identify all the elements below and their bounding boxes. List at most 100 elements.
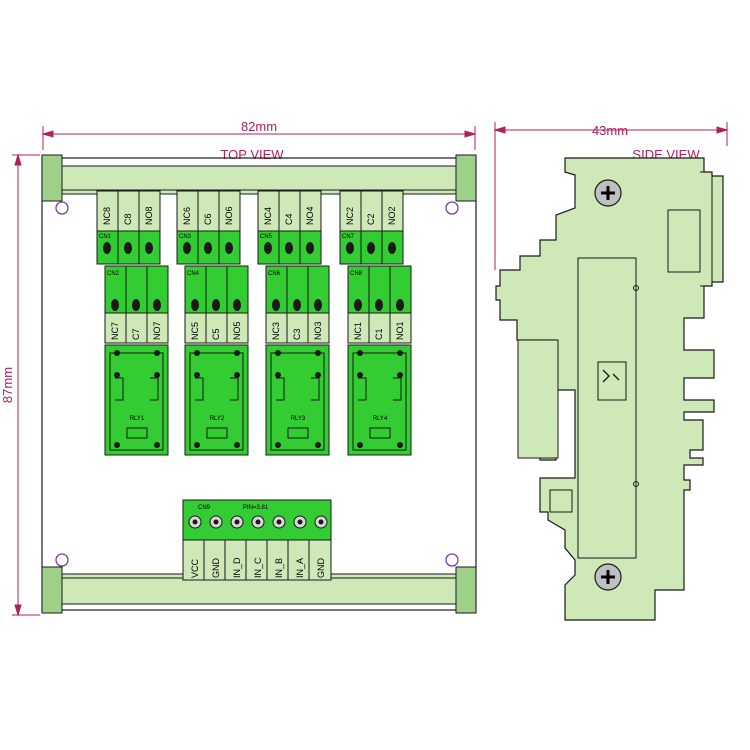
screw-terminal <box>124 242 132 254</box>
dim-height-87 <box>12 153 40 617</box>
terminal-pin-label: NO7 <box>152 321 162 340</box>
top-rail <box>41 154 477 202</box>
connector-label: CN5 <box>260 234 273 240</box>
relay: RLY1 <box>104 344 169 456</box>
terminal-pin-label: C1 <box>374 328 384 340</box>
terminal-pin-label: NC1 <box>353 322 363 340</box>
screw-terminal <box>264 242 272 254</box>
dim-label-height: 87mm <box>0 367 15 403</box>
top-view: 82mm 87mm TOP VIEW <box>0 119 477 617</box>
screw-top-icon <box>594 179 622 207</box>
screw-terminal <box>132 299 140 311</box>
screw-terminal <box>111 299 119 311</box>
side-clip <box>549 489 573 513</box>
screw-terminal <box>204 242 212 254</box>
terminal-pin-label: C2 <box>366 213 376 225</box>
terminal-pin-label: NO3 <box>313 321 323 340</box>
side-terminal-top <box>667 209 701 273</box>
connector-label: CN4 <box>187 271 200 277</box>
screw-terminal <box>183 242 191 254</box>
connector-label: CN3 <box>179 234 192 240</box>
side-inner-panel <box>577 257 637 559</box>
brand-logo <box>597 361 627 401</box>
terminal-pin-label: C3 <box>292 328 302 340</box>
dim-label-side-width: 43mm <box>592 123 628 138</box>
screw-terminal <box>375 299 383 311</box>
relay-label: RLY4 <box>373 416 388 422</box>
input-pin-label: VCC <box>190 558 200 578</box>
relay: RLY2 <box>184 344 249 456</box>
input-pin-label: GND <box>316 558 326 579</box>
terminal-pin-label: C4 <box>284 213 294 225</box>
connector-label: CN6 <box>268 271 281 277</box>
dim-width-82 <box>41 126 477 150</box>
mounting-holes <box>55 201 459 567</box>
relay-label: RLY1 <box>130 416 145 422</box>
terminal-pin-label: NC2 <box>345 207 355 225</box>
terminal-pin-label: NO5 <box>232 321 242 340</box>
screw-terminal <box>367 242 375 254</box>
mount-hole <box>445 553 459 567</box>
terminal-pin-label: NC5 <box>190 322 200 340</box>
input-pin-label: IN_C <box>253 557 263 578</box>
bottom-rail <box>41 566 477 614</box>
screw-terminal <box>145 242 153 254</box>
terminal-pin-label: C6 <box>203 213 213 225</box>
pin-pitch-label: PIN=3.81 <box>243 505 269 511</box>
screw-terminal <box>285 242 293 254</box>
screw-terminal <box>346 242 354 254</box>
terminal-pin-label: NC4 <box>263 207 273 225</box>
terminal-pin-label: NC6 <box>182 207 192 225</box>
board-outline <box>41 157 477 611</box>
dim-width-43 <box>493 122 729 270</box>
dim-label-width: 82mm <box>241 119 277 134</box>
terminal-pin-label: NC7 <box>110 322 120 340</box>
terminal-pin-label: C5 <box>211 328 221 340</box>
connector-label: CN2 <box>107 271 120 277</box>
input-pin-label: GND <box>211 558 221 579</box>
mount-hole <box>55 553 69 567</box>
screw-terminal <box>314 299 322 311</box>
screw-terminal <box>191 299 199 311</box>
screw-terminal <box>225 242 233 254</box>
mount-hole <box>445 201 459 215</box>
terminal-pin-label: NO1 <box>395 321 405 340</box>
terminal-pin-label: NC8 <box>102 207 112 225</box>
screw-terminal <box>293 299 301 311</box>
screw-terminal <box>272 299 280 311</box>
terminal-pin-label: C8 <box>123 213 133 225</box>
connector-label: CN1 <box>99 234 112 240</box>
input-pin-label: IN_A <box>295 558 305 578</box>
screw-bottom-icon <box>594 563 622 591</box>
terminal-pin-label: C7 <box>131 328 141 340</box>
relay-label: RLY2 <box>210 416 225 422</box>
terminal-pin-label: NO8 <box>144 206 154 225</box>
connector-label: CN7 <box>342 234 355 240</box>
screw-terminal <box>354 299 362 311</box>
mount-hole <box>55 201 69 215</box>
terminal-pin-label: NC3 <box>271 322 281 340</box>
screw-terminal <box>388 242 396 254</box>
side-view: 43mm SIDE VIEW <box>493 122 729 621</box>
screw-terminal <box>153 299 161 311</box>
relay: RLY4 <box>347 344 412 456</box>
terminal-pin-label: NO4 <box>305 206 315 225</box>
terminal-pin-label: NO2 <box>387 206 397 225</box>
connector-label: CN8 <box>350 271 363 277</box>
screw-terminal <box>103 242 111 254</box>
input-pin-label: IN_B <box>274 558 284 578</box>
screw-terminal <box>212 299 220 311</box>
